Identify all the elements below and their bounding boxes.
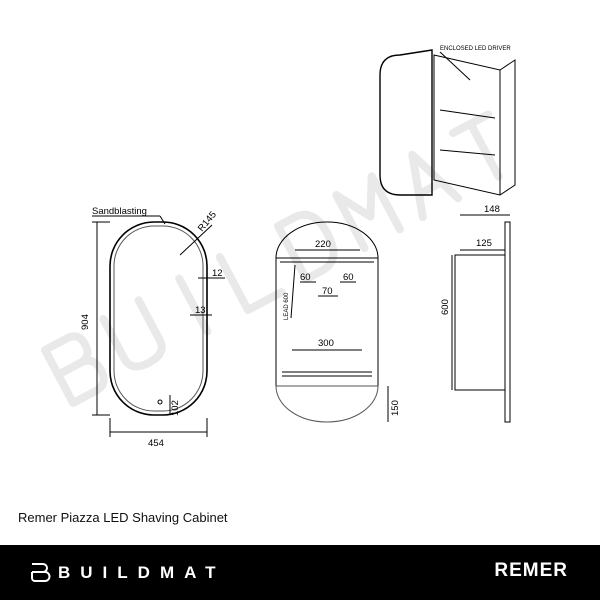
open-view: 220 60 70 60 LEAD 600 300 150 [275, 221, 401, 423]
front-height-label: 904 [80, 314, 91, 330]
product-title: Remer Piazza LED Shaving Cabinet [18, 510, 228, 525]
front-width-label: 454 [148, 438, 164, 449]
open-dim-c-label: 60 [343, 272, 354, 283]
brand-remer: REMER [494, 560, 568, 581]
buildmat-logo-icon [31, 563, 51, 582]
inset-side-label: 13 [195, 305, 206, 316]
watermark [41, 110, 503, 407]
open-top-label: 220 [315, 239, 331, 250]
side-height-label: 600 [440, 299, 451, 315]
sensor-offset-label: 102 [170, 400, 181, 416]
iso-view: ENCLOSED LED DRIVER [379, 46, 516, 196]
open-shelf-label: 300 [318, 338, 334, 349]
footer-bar: BUILDMAT REMER [0, 545, 600, 600]
side-depth-total-label: 148 [484, 204, 500, 215]
open-bottom-label: 150 [390, 400, 401, 416]
radius-label: R145 [196, 209, 219, 233]
inset-top-label: 12 [212, 268, 223, 279]
open-dim-b-label: 70 [322, 286, 333, 297]
lead-label: LEAD 600 [284, 292, 290, 320]
finish-label: Sandblasting [92, 206, 147, 217]
driver-label: ENCLOSED LED DRIVER [440, 46, 511, 52]
side-depth-body-label: 125 [476, 238, 492, 249]
side-view: 148 125 600 [440, 204, 511, 423]
brand-buildmat: BUILDMAT [58, 563, 226, 582]
open-dim-a-label: 60 [300, 272, 311, 283]
technical-drawing: 904 454 Sandblasting R145 12 13 102 220 … [41, 46, 516, 449]
